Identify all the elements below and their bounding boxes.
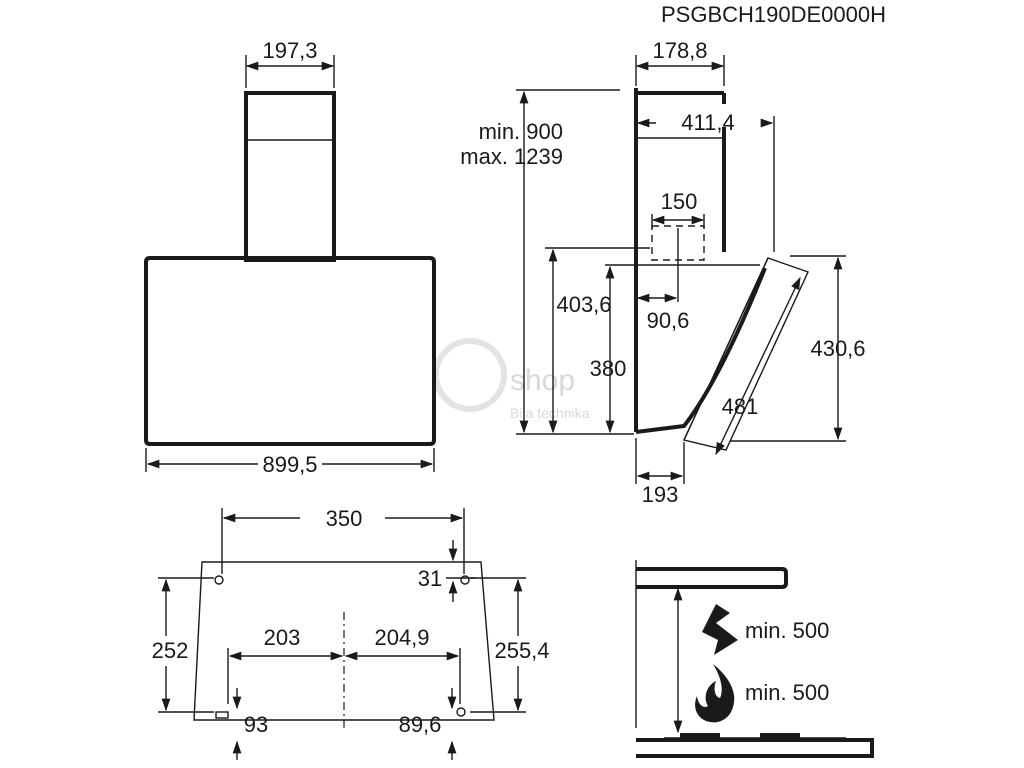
clearance-view: min. 500 min. 500: [635, 560, 874, 758]
dim-body-height-front: 430,6: [810, 336, 865, 361]
dim-upper-hole-offset: 31: [418, 566, 442, 591]
mounting-outline: [193, 561, 495, 721]
lightning-icon: [702, 604, 738, 655]
dim-outlet-height: 403,6: [556, 292, 611, 317]
dim-outlet-offset: 90,6: [647, 308, 690, 333]
clearance-hood: [636, 567, 788, 589]
clearance-electric-min: min. 500: [745, 618, 829, 643]
clearance-cooktop: [636, 738, 874, 758]
dim-bottom-depth: 193: [642, 482, 679, 507]
dim-overall-depth: 411,4: [681, 110, 734, 135]
dim-outlet-diameter: 150: [661, 189, 698, 214]
dim-lower-right-height: 89,6: [399, 712, 442, 737]
watermark-sub: Bila technika: [510, 405, 590, 421]
mounting-view: 350 31 252 255,4 203 204,9 93 89,6: [152, 506, 550, 760]
dim-lower-left-offset: 203: [264, 625, 301, 650]
dim-height-min: min. 900: [479, 119, 563, 144]
front-view: 197,3 899,5: [144, 38, 436, 477]
model-title: PSGBCH190DE0000H: [661, 2, 886, 27]
dim-glass-length: 481: [722, 394, 759, 419]
clearance-gas-min: min. 500: [745, 680, 829, 705]
front-chimney: [244, 91, 336, 262]
dim-right-height: 255,4: [494, 638, 549, 663]
dim-chimney-depth: 178,8: [652, 38, 707, 63]
dim-lower-left-height: 93: [244, 712, 268, 737]
side-view: min. 900 max. 1239 178,8 411,4 150 90,6 …: [460, 38, 865, 507]
dim-lower-right-offset: 204,9: [374, 625, 429, 650]
dim-chimney-width: 197,3: [262, 38, 317, 63]
dim-upper-holes-distance: 350: [326, 506, 363, 531]
watermark: shop Bila technika: [433, 338, 590, 421]
watermark-brand: shop: [510, 364, 575, 397]
dim-height-max: max. 1239: [460, 144, 563, 169]
front-body: [144, 256, 436, 446]
dim-body-width: 899,5: [262, 452, 317, 477]
dim-body-height-back: 380: [590, 356, 627, 381]
flame-icon: [695, 664, 735, 723]
dim-left-height: 252: [152, 638, 189, 663]
